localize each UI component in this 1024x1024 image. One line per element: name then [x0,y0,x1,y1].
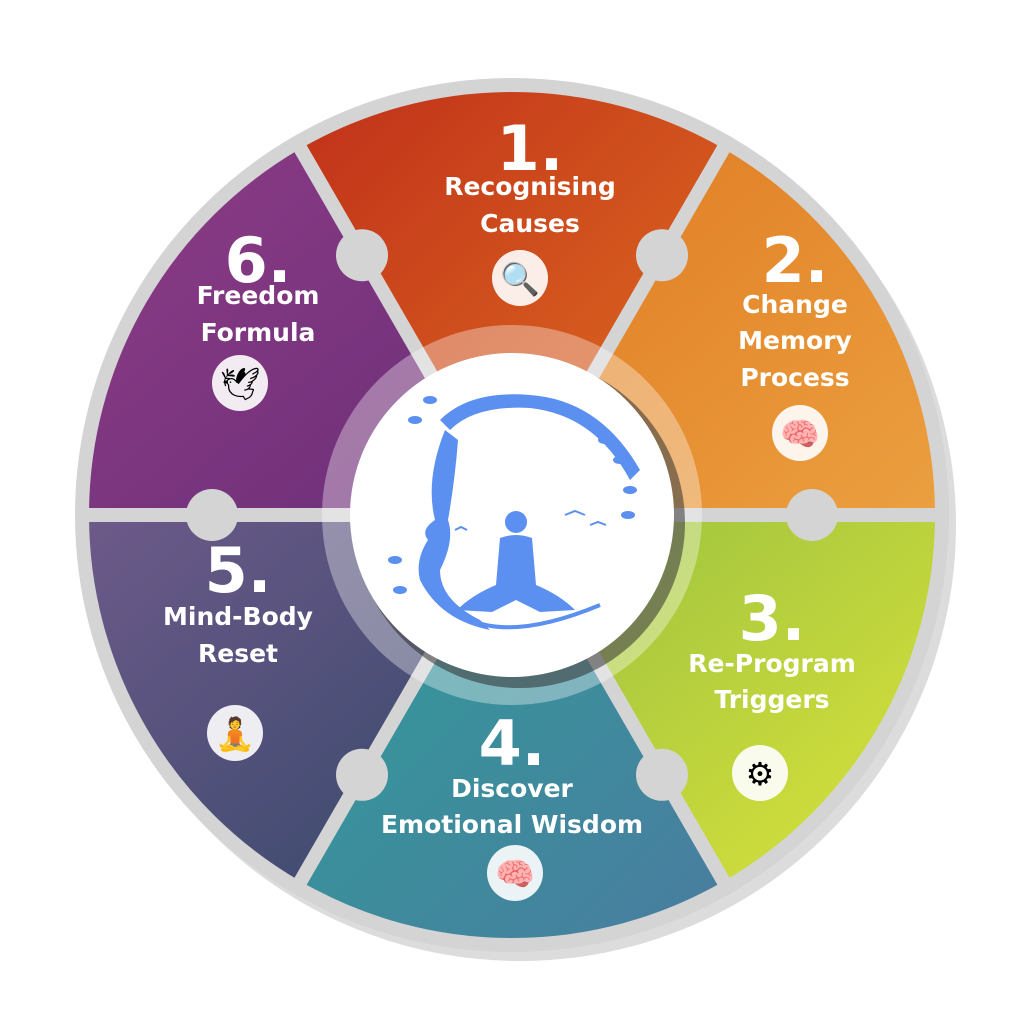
head-brain-icon: 🧠 [780,415,820,453]
hand-head-gear-icon-bg [732,745,788,801]
puzzle-knob [786,489,838,541]
step-1-number: 1. [497,112,564,185]
step-5-number: 5. [205,534,272,607]
step-6-label: Freedom [197,281,320,310]
puzzle-knob [336,748,388,801]
step-2-number: 2. [762,224,829,297]
meditation-tree-logo [388,394,640,630]
puzzle-knob [186,489,238,541]
puzzle-knob [636,748,688,801]
step-6-number: 6. [225,224,292,297]
step-2-label: Change [742,290,848,319]
step-6-label: Formula [201,318,316,347]
brain-head-icon: 🧠 [495,855,535,893]
step-4-segment [290,508,734,952]
step-5-label: Reset [198,639,278,668]
dove-icon-bg [212,355,268,411]
puzzle-knob [336,229,388,282]
magnifier-icon: 🔍 [500,259,540,298]
step-4-number: 4. [479,707,546,780]
hand-head-gear-icon: ⚙ [746,755,775,793]
step-2-label: Memory [738,326,852,355]
meditation-icon: 🧘 [215,715,255,753]
step-3-label: Triggers [714,685,829,714]
step-5-label: Mind-Body [163,602,313,631]
step-1-label: Recognising [444,172,616,201]
dove-icon: 🕊 [220,365,261,403]
puzzle-knob [636,229,688,282]
step-4-label: Emotional Wisdom [381,810,643,839]
step-4-label: Discover [451,774,573,803]
magnifier-icon-bg [492,250,548,306]
step-3-number: 3. [739,582,806,655]
brain-head-icon-bg [487,845,543,901]
step-1-label: Causes [480,209,580,238]
step-3-label: Re-Program [688,649,856,678]
meditation-icon-bg [207,705,263,761]
step-2-label: Process [740,363,849,392]
head-brain-icon-bg [772,405,828,461]
